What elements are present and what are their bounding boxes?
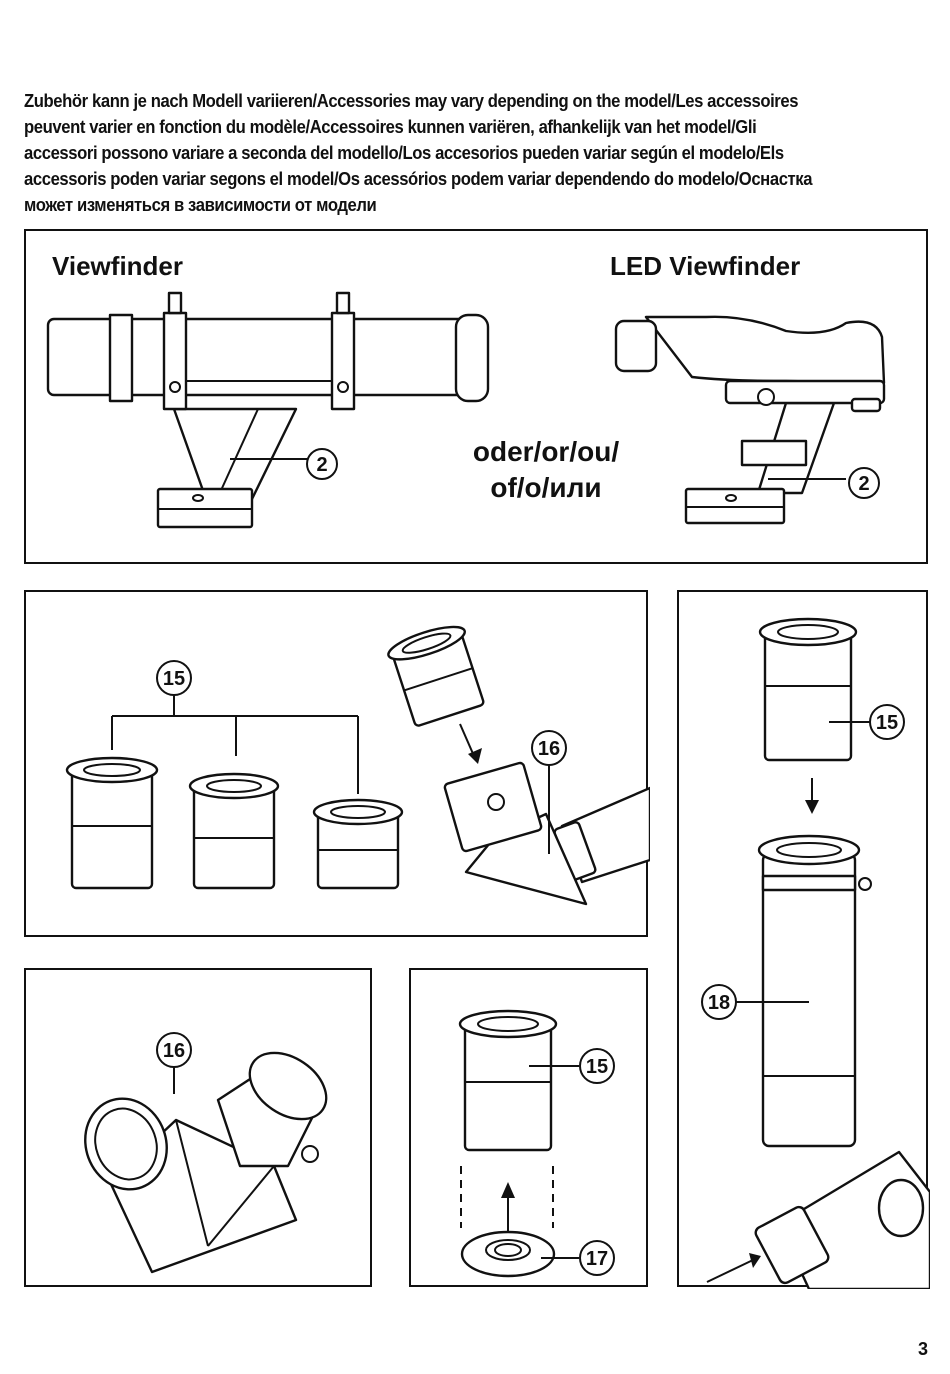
eyepiece-medium	[188, 772, 280, 890]
finder-panel: Viewfinder LED Viewfinder 2 oder/or/ou/ …	[24, 229, 928, 564]
eyepieces-illustration: 15	[65, 625, 650, 906]
callout-18-barlow: 18	[708, 992, 730, 1014]
barlow-panel: 15 18	[677, 590, 930, 1289]
diagonal-panel: 16	[24, 968, 372, 1287]
or-label-line2: of/o/или	[490, 472, 601, 503]
callout-2-left: 2	[316, 454, 327, 476]
note-line: accessoris poden variar segons el model/…	[24, 168, 813, 189]
led-viewfinder-title: LED Viewfinder	[610, 251, 800, 281]
telescope-focuser	[754, 1150, 930, 1289]
callout-17-filter: 17	[586, 1248, 608, 1270]
barlow-illustration: 15 18	[701, 617, 930, 1289]
eyepiece-small	[312, 798, 404, 890]
viewfinder-title: Viewfinder	[52, 251, 183, 281]
filter-illustration: 15 17	[458, 1009, 615, 1278]
led-viewfinder-drawing: 2	[614, 315, 886, 525]
note-line: accessori possono variare a seconda del …	[24, 142, 784, 163]
callout-15-filter: 15	[586, 1056, 608, 1078]
note-line: может изменяться в зависимости от модели	[24, 194, 377, 215]
eyepiece-large	[65, 756, 159, 890]
note-line: peuvent varier en fonction du modèle/Acc…	[24, 116, 757, 137]
eyepiece-top	[758, 617, 858, 762]
callout-16-diagonal: 16	[538, 738, 560, 760]
callout-15-eyepieces: 15	[163, 668, 185, 690]
eyepiece-filter	[458, 1009, 558, 1152]
eyepiece-inserting	[387, 625, 485, 727]
eyepieces-panel: 15	[24, 590, 650, 937]
viewfinder-drawing: 2	[46, 291, 490, 529]
color-filter	[460, 1230, 556, 1278]
barlow-lens	[757, 834, 872, 1148]
callout-2-right: 2	[858, 473, 869, 495]
filter-panel: 15 17	[409, 968, 648, 1287]
diagonal-on-scope	[443, 761, 650, 906]
accessories-note: Zubehör kann je nach Modell variieren/Ac…	[24, 88, 839, 218]
finder-illustration: Viewfinder LED Viewfinder 2 oder/or/ou/ …	[46, 251, 886, 529]
page-number: 3	[917, 1339, 928, 1359]
callout-16-mirror: 16	[163, 1040, 185, 1062]
note-line: Zubehör kann je nach Modell variieren/Ac…	[24, 90, 799, 111]
or-label-line1: oder/or/ou/	[473, 436, 619, 467]
star-diagonal	[84, 1051, 328, 1274]
diagonal-illustration: 16	[84, 1032, 328, 1274]
callout-15-barlow: 15	[876, 712, 898, 734]
